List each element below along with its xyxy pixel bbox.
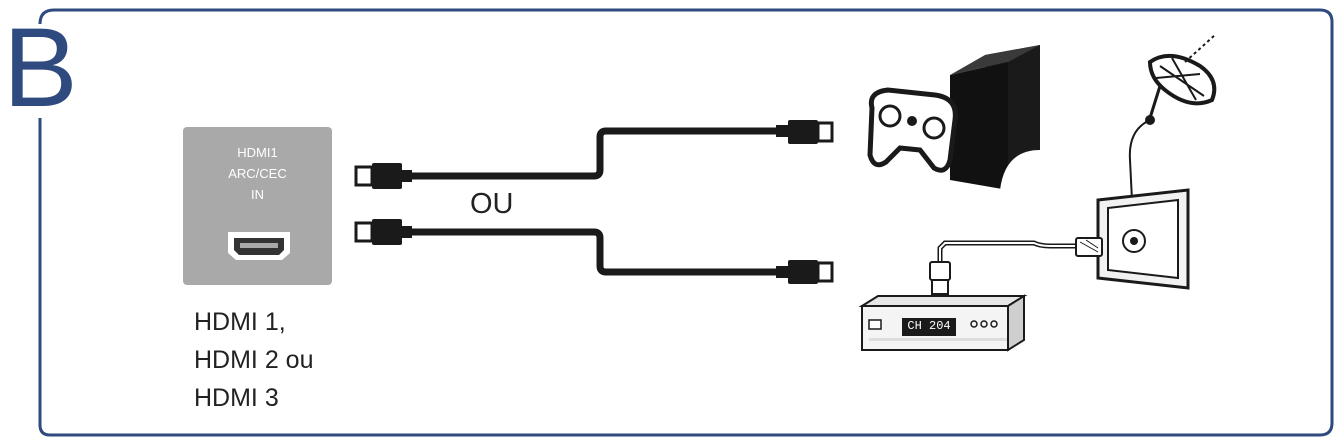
stb-display-text: CH 204: [907, 319, 951, 333]
port-caption-line2: HDMI 2 ou: [194, 346, 314, 374]
port-label-line1: HDMI1: [237, 145, 278, 160]
frame-border: [38, 8, 1334, 437]
coax-cable: [929, 237, 1103, 295]
port-caption-line1: HDMI 1,: [194, 308, 286, 336]
or-label: OU: [470, 188, 514, 220]
port-label-line2: ARC/CEC: [228, 166, 287, 181]
hdmi-port-panel: [183, 127, 332, 285]
hdmi-port-icon: [228, 232, 290, 260]
hdmi-plug-left-top: [354, 163, 412, 189]
hdmi-plug-left-bottom: [354, 219, 412, 245]
hdmi-plug-right-bottom: [776, 260, 834, 284]
game-controller-icon: [867, 87, 958, 173]
section-letter: B: [3, 5, 78, 130]
wall-antenna-socket-icon: [1096, 188, 1190, 290]
set-top-box-icon: [858, 294, 1028, 352]
hdmi-cable-bottom: [354, 219, 834, 284]
media-box-icon: [950, 45, 1040, 190]
hdmi-cable-top: [354, 120, 834, 189]
port-label-line3: IN: [251, 187, 264, 202]
satellite-dish-icon: [1128, 34, 1217, 201]
port-caption-line3: HDMI 3: [194, 384, 279, 412]
hdmi-plug-right-top: [776, 120, 834, 144]
